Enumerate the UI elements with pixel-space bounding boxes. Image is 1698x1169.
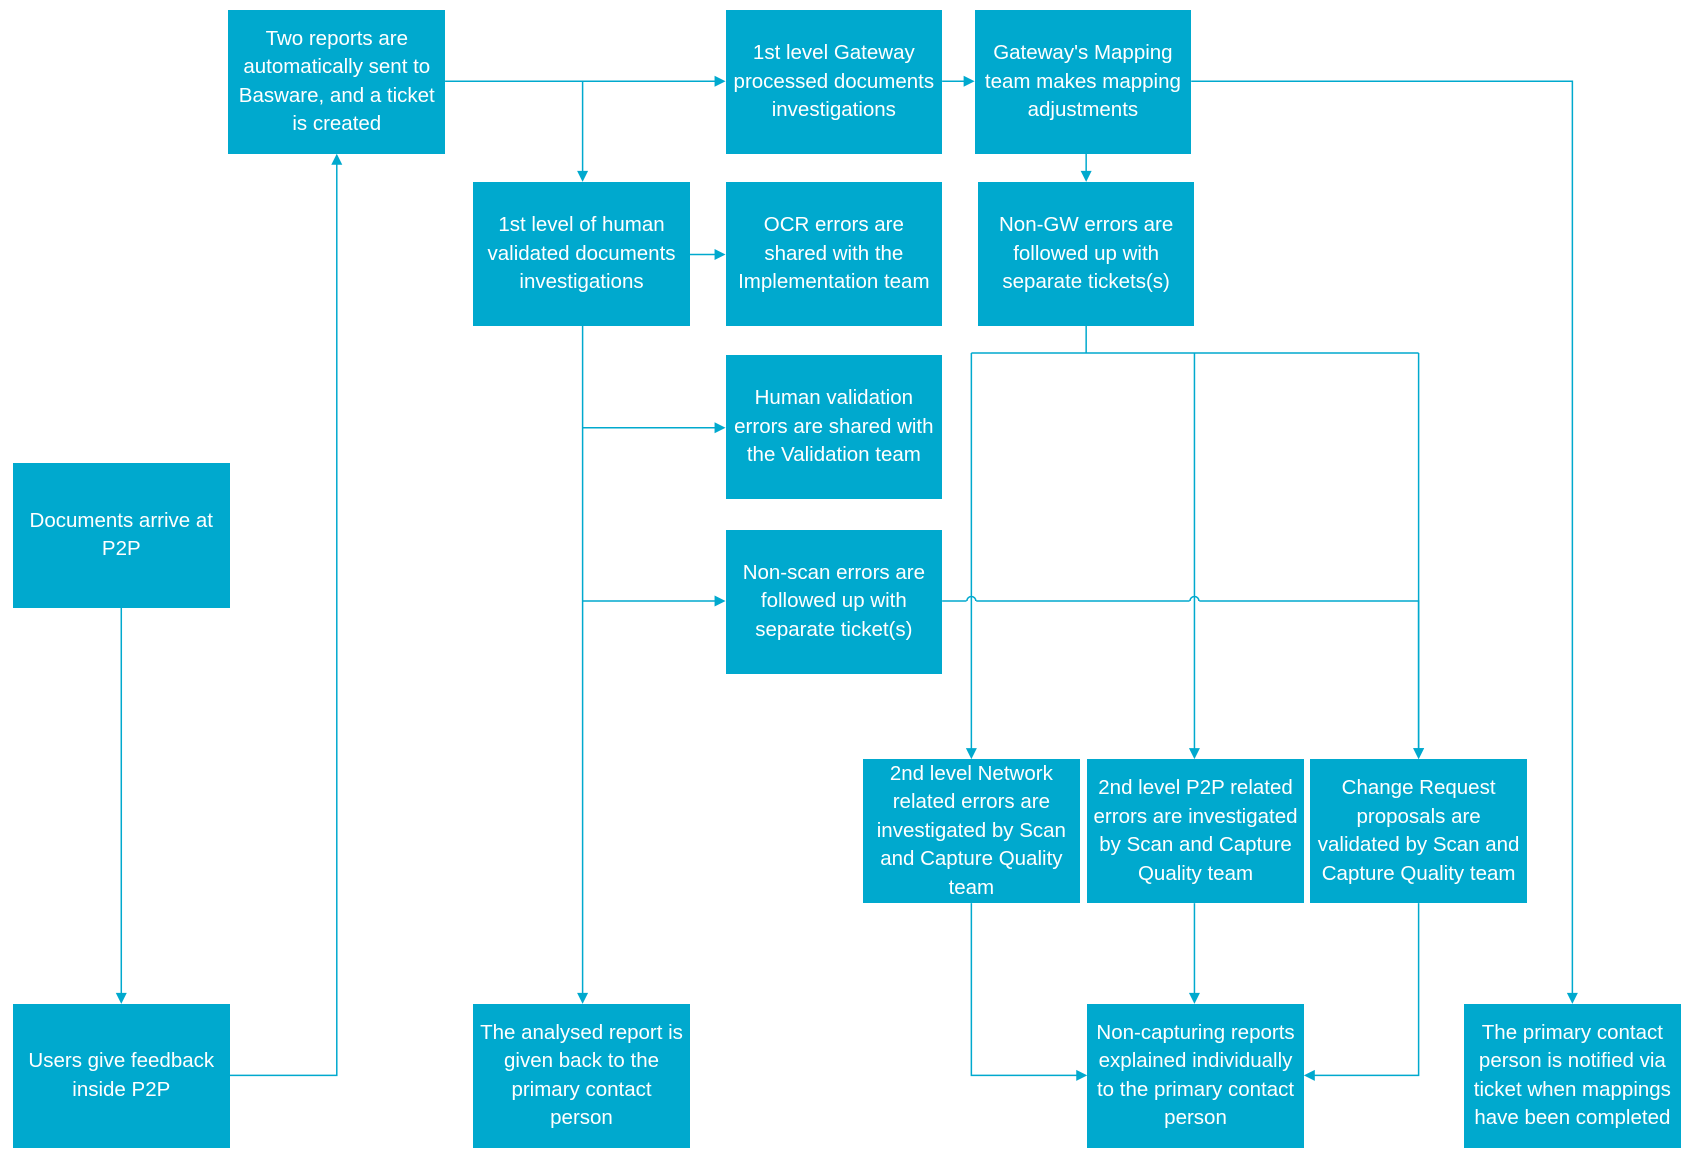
two-reports-text: Two reports are automatically sent to Ba…	[238, 26, 435, 136]
p2p-errors-box: 2nd level P2P related errors are investi…	[1087, 759, 1304, 904]
two-reports-box: Two reports are automatically sent to Ba…	[228, 9, 446, 154]
non-gw-errors-box: Non-GW errors are followed up with separ…	[977, 181, 1195, 326]
arrowhead-mapping-to-nongw	[1080, 170, 1092, 182]
gateway-processed-investigations-box: 1st level Gateway processed documents in…	[725, 9, 943, 154]
connector-nonscan-to-change	[1199, 600, 1420, 756]
arrowhead-human-to-analysed	[577, 992, 589, 1004]
arrowhead-change-to-noncapturing	[1303, 1069, 1315, 1081]
arrowhead-nongw-to-p2p	[1188, 748, 1200, 760]
non-scan-errors-text: Non-scan errors are followed up with sep…	[742, 560, 925, 641]
connector-change-to-noncapturing	[1307, 903, 1420, 1077]
human-validated-investigations-text: 1st level of human validated documents i…	[487, 213, 676, 294]
network-errors-text: 2nd level Network related errors are inv…	[876, 761, 1066, 899]
arrowhead-users-to-reports	[331, 153, 343, 165]
arrowhead-human-to-ocr	[714, 248, 726, 260]
arrowhead-network-to-noncapturing	[1076, 1069, 1088, 1081]
change-request-text: Change Request proposals are validated b…	[1317, 776, 1520, 885]
human-validated-investigations-box: 1st level of human validated documents i…	[473, 181, 690, 326]
p2p-errors-text: 2nd level P2P related errors are investi…	[1093, 776, 1298, 885]
human-validation-errors-box: Human validation errors are shared with …	[725, 355, 943, 500]
arrowhead-nongw-to-change	[1413, 748, 1425, 760]
gateway-processed-investigations-text: 1st level Gateway processed documents in…	[733, 41, 935, 121]
contact-notified-text: The primary contact person is notified v…	[1473, 1020, 1671, 1130]
ocr-errors-box: OCR errors are shared with the Implement…	[725, 181, 943, 326]
change-request-box: Change Request proposals are validated b…	[1310, 759, 1527, 904]
users-feedback-text: Users give feedback inside P2P	[28, 1049, 215, 1101]
analysed-report-box: The analysed report is given back to the…	[473, 1003, 690, 1148]
non-capturing-reports-text: Non-capturing reports explained individu…	[1096, 1020, 1295, 1130]
connector-network-to-noncapturing	[970, 903, 1084, 1077]
users-feedback-box: Users give feedback inside P2P	[12, 1003, 230, 1148]
mapping-team-text: Gateway's Mapping team makes mapping adj…	[984, 41, 1181, 121]
analysed-report-text: The analysed report is given back to the…	[480, 1020, 683, 1130]
ocr-errors-text: OCR errors are shared with the Implement…	[738, 213, 930, 294]
mapping-team-box: Gateway's Mapping team makes mapping adj…	[974, 9, 1192, 154]
connector-mapping-to-notified	[1191, 80, 1574, 1001]
non-gw-errors-text: Non-GW errors are followed up with separ…	[999, 213, 1174, 294]
contact-notified-box: The primary contact person is notified v…	[1464, 1003, 1681, 1148]
arrowhead-nongw-to-network	[965, 748, 977, 760]
connector-users-to-reports	[229, 157, 338, 1077]
arrowhead-mapping-to-notified	[1566, 992, 1578, 1004]
documents-arrive-box: Documents arrive at P2P	[12, 463, 230, 608]
arrowhead-p2p-to-noncapturing	[1188, 992, 1200, 1004]
documents-arrive-text: Documents arrive at P2P	[29, 509, 213, 561]
arrowhead-reports-to-gateway	[714, 75, 726, 87]
arrowhead-reports-to-human	[577, 170, 589, 182]
arrowhead-human-to-nonscan	[714, 595, 726, 607]
arrowhead-human-to-validation-errors	[714, 422, 726, 434]
network-errors-box: 2nd level Network related errors are inv…	[863, 759, 1080, 904]
arrowhead-gateway-to-mapping	[963, 75, 975, 87]
arrowhead-docs-to-users	[115, 992, 127, 1004]
non-scan-errors-box: Non-scan errors are followed up with sep…	[725, 529, 943, 674]
non-capturing-reports-box: Non-capturing reports explained individu…	[1087, 1003, 1304, 1148]
human-validation-errors-text: Human validation errors are shared with …	[734, 386, 934, 467]
